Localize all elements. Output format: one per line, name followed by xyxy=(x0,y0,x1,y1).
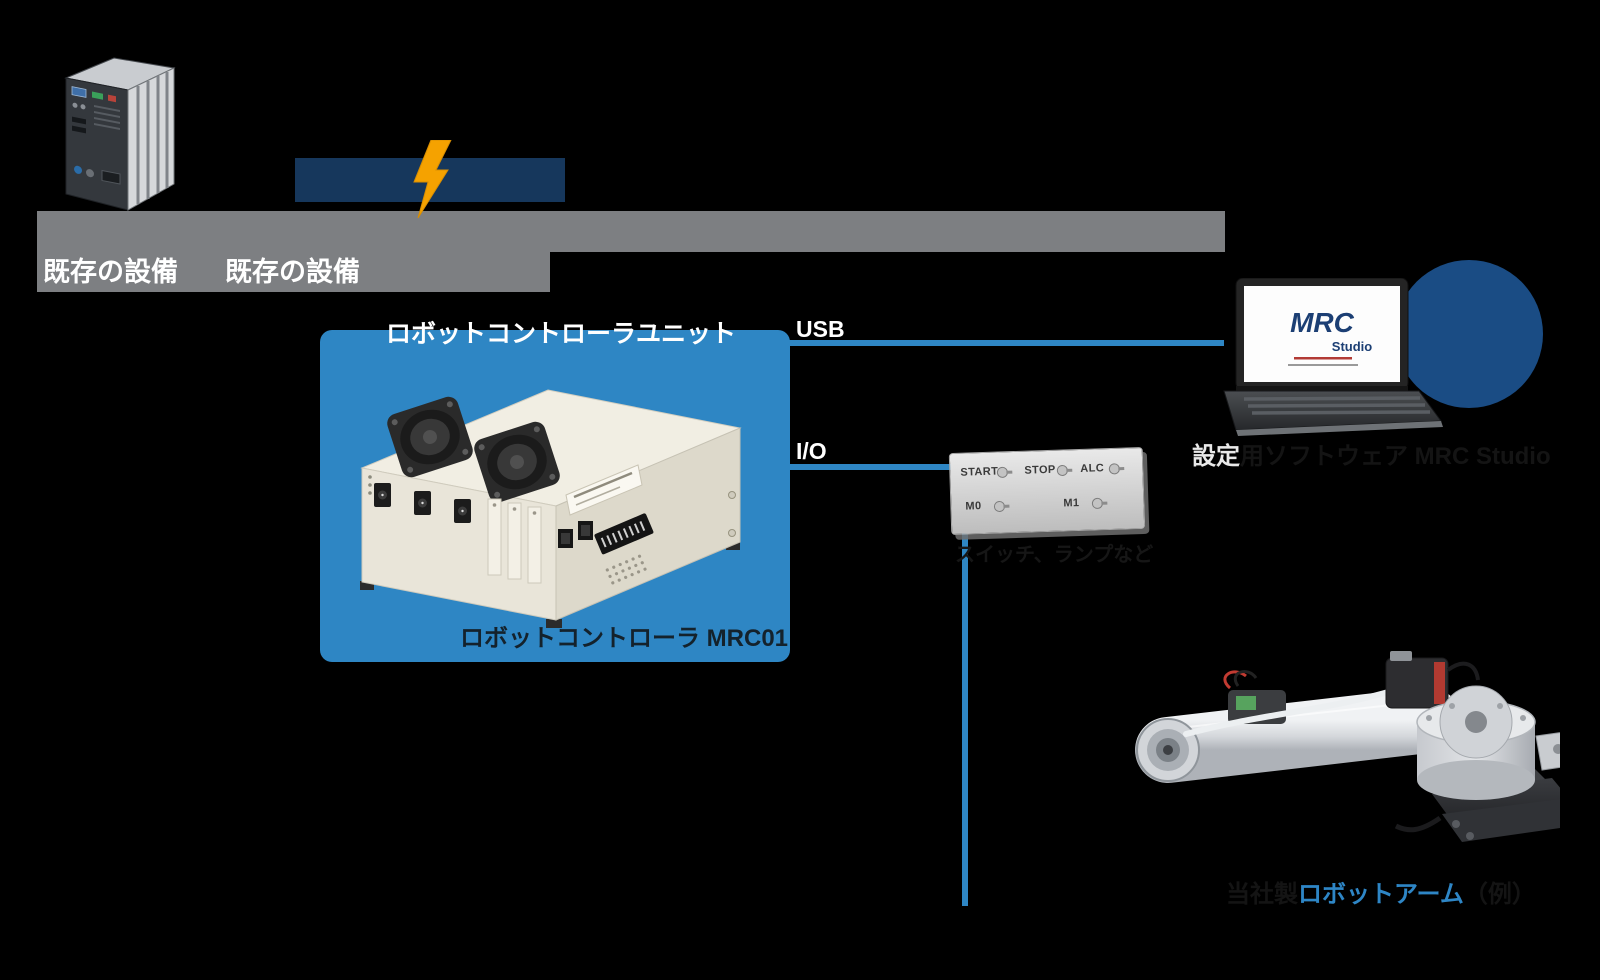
laptop-caption-rest: 用ソフトウェア MRC Studio xyxy=(1240,443,1551,470)
fan-icon xyxy=(387,396,473,478)
laptop-illustration: MRC Studio xyxy=(1223,278,1443,436)
start-label: START xyxy=(960,465,999,479)
laptop-caption: 設定用ソフトウェア MRC Studio xyxy=(1192,436,1551,471)
existing-equipment-label-1: 既存の設備 xyxy=(43,257,178,287)
robot-caption: 当社製ロボットアーム（例） xyxy=(1226,874,1536,909)
existing-equipment-label-2: 既存の設備 xyxy=(225,257,360,287)
laptop-caption-highlight: 設定 xyxy=(1192,443,1240,470)
pc-tower-illustration xyxy=(64,57,176,211)
toggle-switch-icon[interactable] xyxy=(996,465,1013,479)
robot-caption-post: （例） xyxy=(1463,881,1536,908)
controller-caption: ロボットコントローラ MRC01 xyxy=(460,625,789,652)
laptop-screen-logo-sub: Studio xyxy=(1332,339,1372,354)
controller-illustration xyxy=(360,389,742,628)
robot-arm-illustration xyxy=(1135,651,1560,842)
switch-box: START STOP ALC M0 M1 xyxy=(948,446,1146,536)
toggle-switch-icon[interactable] xyxy=(993,499,1010,513)
robot-caption-pre: 当社製 xyxy=(1226,881,1298,908)
robot-caption-link[interactable]: ロボットアーム xyxy=(1298,881,1464,908)
fan-icon xyxy=(474,421,560,503)
toggle-switch-icon[interactable] xyxy=(1056,463,1073,477)
io-connection-line xyxy=(788,464,962,470)
toggle-switch-icon[interactable] xyxy=(1091,496,1108,510)
decorative-circle xyxy=(1395,260,1543,408)
m1-label: M1 xyxy=(1063,496,1080,510)
toggle-switch-icon[interactable] xyxy=(1108,462,1125,476)
controller-unit-title: ロボットコントローラユニット xyxy=(386,320,737,348)
switch-box-caption: スイッチ、ランプなど xyxy=(955,544,1154,566)
lightning-icon xyxy=(413,140,452,219)
usb-connection-line xyxy=(788,340,1224,346)
stop-label: STOP xyxy=(1024,463,1056,477)
network-bar-top xyxy=(37,211,1225,252)
alc-label: ALC xyxy=(1080,462,1105,475)
network-bar-left: 既存の設備 既存の設備 xyxy=(37,252,550,292)
io-connection-label: I/O xyxy=(796,438,827,464)
m0-label: M0 xyxy=(965,500,982,513)
usb-connection-label: USB xyxy=(796,316,845,342)
robot-connection-line xyxy=(962,464,968,906)
laptop-screen-logo: MRC xyxy=(1290,307,1355,338)
